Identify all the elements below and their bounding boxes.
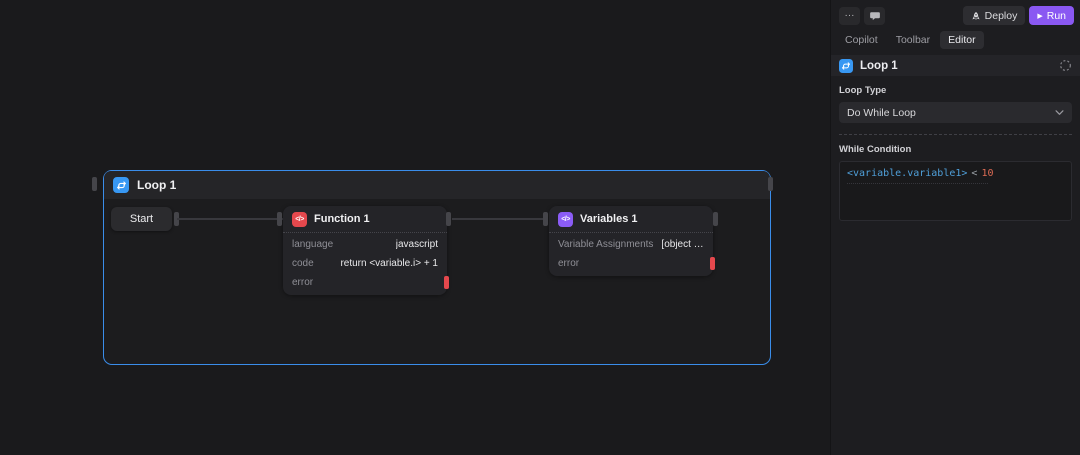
function-node[interactable]: </> Function 1 language javascript code … [277,206,451,295]
code-glyph: </> [561,215,570,223]
start-node-output-handle[interactable] [174,212,179,226]
while-condition-input[interactable]: <variable.variable1><10 [839,161,1072,221]
play-icon: ▶ [1037,12,1043,20]
function-node-input-handle[interactable] [277,212,282,226]
variables-node-input-handle[interactable] [543,212,548,226]
section-divider [839,134,1072,135]
tab-editor[interactable]: Editor [940,31,984,49]
function-node-output-handle[interactable] [446,212,451,226]
loop-group-title: Loop 1 [137,178,177,192]
row-label: Variable Assignments [558,239,654,250]
code-number-token: 10 [981,168,994,179]
function-node-title: Function 1 [314,213,370,225]
table-row: Variable Assignments [object Obje… [549,235,713,254]
function-icon: </> [292,211,307,227]
run-button-label: Run [1046,9,1066,22]
row-label: code [292,258,314,269]
code-glyph: </> [295,215,304,223]
variables-icon: </> [558,211,573,227]
selected-node-title: Loop 1 [860,59,898,72]
loop-type-value: Do While Loop [847,106,916,119]
panel-tabs: Copilot Toolbar Editor [831,29,1080,55]
more-button[interactable]: ··· [839,6,860,25]
function-node-header[interactable]: </> Function 1 [283,206,447,232]
code-line: <variable.variable1><10 [847,167,1064,180]
loop-group-output-handle[interactable] [768,177,773,191]
rocket-icon [972,11,980,20]
panel-toolbar: ··· Deploy ▶ Run [831,0,1080,29]
row-value: [object Obje… [661,239,704,250]
inspector-panel: ··· Deploy ▶ Run Copilot Toolbar Editor [830,0,1080,455]
chat-icon [869,11,880,20]
tab-copilot[interactable]: Copilot [837,31,886,49]
history-icon[interactable] [1059,59,1072,72]
row-label: error [558,258,580,269]
error-indicator [444,276,449,289]
loop-icon [113,177,129,193]
deploy-button[interactable]: Deploy [962,6,1026,25]
table-row: error [283,273,449,292]
row-label: language [292,239,334,250]
loop-group-header[interactable]: Loop 1 [104,171,770,199]
row-value: javascript [395,239,438,250]
error-indicator [710,257,715,270]
edge-start-function [177,218,283,220]
loop-group-input-handle[interactable] [92,177,97,191]
variables-node-header[interactable]: </> Variables 1 [549,206,713,232]
loop-type-label: Loop Type [839,85,887,96]
row-label: error [292,277,314,288]
edge-function-variables [452,218,548,220]
flow-canvas[interactable]: Loop 1 Start </> Function 1 language jav… [0,0,830,455]
code-underline [847,183,989,184]
function-node-rows: language javascript code return <variabl… [283,232,449,295]
chat-button[interactable] [864,6,885,25]
code-variable-token: <variable.variable1> [847,168,968,179]
chevron-down-icon [1055,109,1064,115]
table-row: language javascript [283,235,447,254]
start-node-label: Start [129,213,154,225]
row-value: return <variable.i> + 1 [340,258,438,269]
run-button[interactable]: ▶ Run [1029,6,1074,25]
table-row: error [549,254,715,273]
variables-node-output-handle[interactable] [713,212,718,226]
start-node[interactable]: Start [111,207,179,231]
deploy-button-label: Deploy [984,9,1018,22]
loop-icon [839,58,853,73]
variables-node-title: Variables 1 [580,213,638,225]
while-condition-section: While Condition [831,144,1080,155]
code-operator-token: < [971,168,978,179]
selected-node-strip[interactable]: Loop 1 [831,55,1080,76]
tab-toolbar[interactable]: Toolbar [888,31,938,49]
table-row: code return <variable.i> + 1 [283,254,447,273]
loop-type-section: Loop Type Do While Loop [831,85,1080,123]
loop-type-select[interactable]: Do While Loop [839,102,1072,123]
more-icon: ··· [844,10,855,21]
variables-node-rows: Variable Assignments [object Obje… error [549,232,715,276]
while-condition-label: While Condition [839,144,912,155]
variables-node[interactable]: </> Variables 1 Variable Assignments [ob… [543,206,718,276]
